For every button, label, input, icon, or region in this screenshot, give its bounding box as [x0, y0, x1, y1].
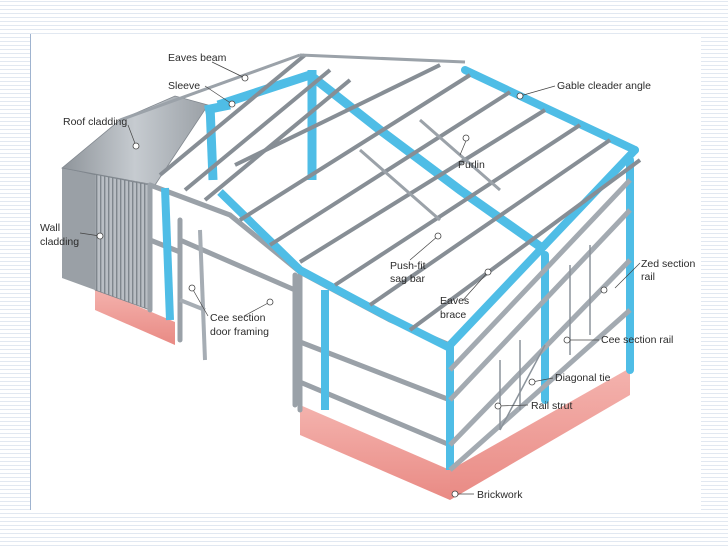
- dot-rail-strut: [494, 402, 502, 410]
- ridge-line: [299, 53, 466, 64]
- dot-cee-rail: [563, 336, 571, 344]
- main-rafter-front: [217, 189, 452, 352]
- wall-cladding-edge: [62, 168, 95, 290]
- label-cee-door-2: door framing: [210, 326, 269, 338]
- sleeve-member: [204, 100, 231, 115]
- brick-front: [300, 405, 450, 500]
- leader-cee-door: [243, 301, 271, 317]
- label-eaves-brace-2: brace: [440, 309, 466, 321]
- label-gable-cleader-angle: Gable cleader angle: [557, 80, 651, 92]
- brickwork-group: [95, 288, 630, 500]
- dot-cee-door: [266, 298, 274, 306]
- purlin-6: [298, 108, 547, 264]
- leader-zed: [614, 262, 641, 289]
- dot-cee-door-b: [188, 284, 196, 292]
- dot-brickwork: [451, 490, 459, 498]
- gable-rafter-back: [461, 66, 639, 154]
- brick-left: [95, 288, 175, 345]
- dot-purlin: [462, 134, 470, 142]
- dot-gable: [516, 92, 524, 100]
- leader-roof-cladding: [127, 124, 137, 147]
- dot-zed: [600, 286, 608, 294]
- wall-cladding-group: [61, 167, 151, 311]
- purlin-1: [158, 53, 307, 177]
- leader-dots: [96, 74, 608, 498]
- leader-lines: [79, 61, 641, 495]
- door-framing: [179, 229, 207, 361]
- diagonal-tie-1: [499, 344, 546, 431]
- leader-diagonal: [531, 377, 554, 383]
- purlin-10: [234, 63, 441, 167]
- door-jamb: [198, 229, 207, 361]
- side-rail-2: [448, 258, 632, 447]
- brick-right: [450, 368, 630, 500]
- back-eave: [119, 53, 301, 122]
- purlins: [158, 53, 642, 332]
- dot-sleeve: [228, 100, 236, 108]
- dot-diagonal: [528, 378, 536, 386]
- dot-wall-cladding: [96, 232, 104, 240]
- dot-pushfit: [434, 232, 442, 240]
- purlin-5: [268, 90, 512, 247]
- leader-rail-strut: [497, 404, 529, 407]
- front-rail-2: [292, 337, 453, 403]
- label-wall-cladding-1: Wall: [40, 222, 60, 234]
- label-roof-cladding: Roof cladding: [63, 116, 127, 128]
- dot-roof-cladding: [132, 142, 140, 150]
- labels: Eaves beam Sleeve Roof cladding Wall cla…: [40, 52, 695, 501]
- side-rail-3: [448, 308, 632, 472]
- label-eaves-beam: Eaves beam: [168, 52, 227, 64]
- label-zed-rail-2: rail: [641, 271, 655, 283]
- side-rail-1: [448, 208, 632, 402]
- door-frame-brace: [179, 298, 206, 312]
- front-column-left: [161, 187, 174, 321]
- dot-eaves-beam: [241, 74, 249, 82]
- purlin-7: [333, 123, 582, 287]
- roof-cladding-sheet: [61, 95, 209, 186]
- purlin-3: [203, 78, 352, 202]
- label-brickwork: Brickwork: [477, 489, 523, 501]
- leader-gable: [519, 85, 556, 97]
- purlin-2: [183, 68, 332, 192]
- label-rail-strut: Rail strut: [531, 400, 573, 412]
- label-cee-door-1: Cee section: [210, 312, 266, 324]
- label-zed-rail-1: Zed section: [641, 258, 695, 270]
- purlin-9: [408, 158, 642, 332]
- label-push-fit-2: sag bar: [390, 273, 426, 285]
- purlin-8: [368, 138, 612, 307]
- label-wall-cladding-2: cladding: [40, 236, 79, 248]
- label-sleeve: Sleeve: [168, 80, 200, 92]
- leader-eaves-brace: [462, 271, 489, 301]
- side-wall-rails: [448, 178, 632, 472]
- sag-bar-1: [359, 148, 441, 222]
- front-rail-3: [292, 377, 453, 448]
- front-blue-members: [161, 187, 454, 470]
- label-purlin: Purlin: [458, 159, 485, 171]
- dot-eaves-brace: [484, 268, 492, 276]
- wall-cladding-panel: [61, 167, 151, 311]
- leader-cee-door-b: [191, 287, 209, 317]
- label-cee-rail: Cee section rail: [601, 334, 673, 346]
- label-eaves-brace-1: Eaves: [440, 295, 469, 307]
- side-rail-4: [448, 178, 632, 372]
- label-push-fit-1: Push-fit: [390, 260, 426, 272]
- label-diagonal-tie: Diagonal tie: [555, 372, 611, 384]
- leader-sleeve: [204, 85, 233, 105]
- leader-eaves-beam: [211, 61, 246, 79]
- leader-pushfit: [409, 235, 439, 261]
- purlin-4: [238, 73, 472, 222]
